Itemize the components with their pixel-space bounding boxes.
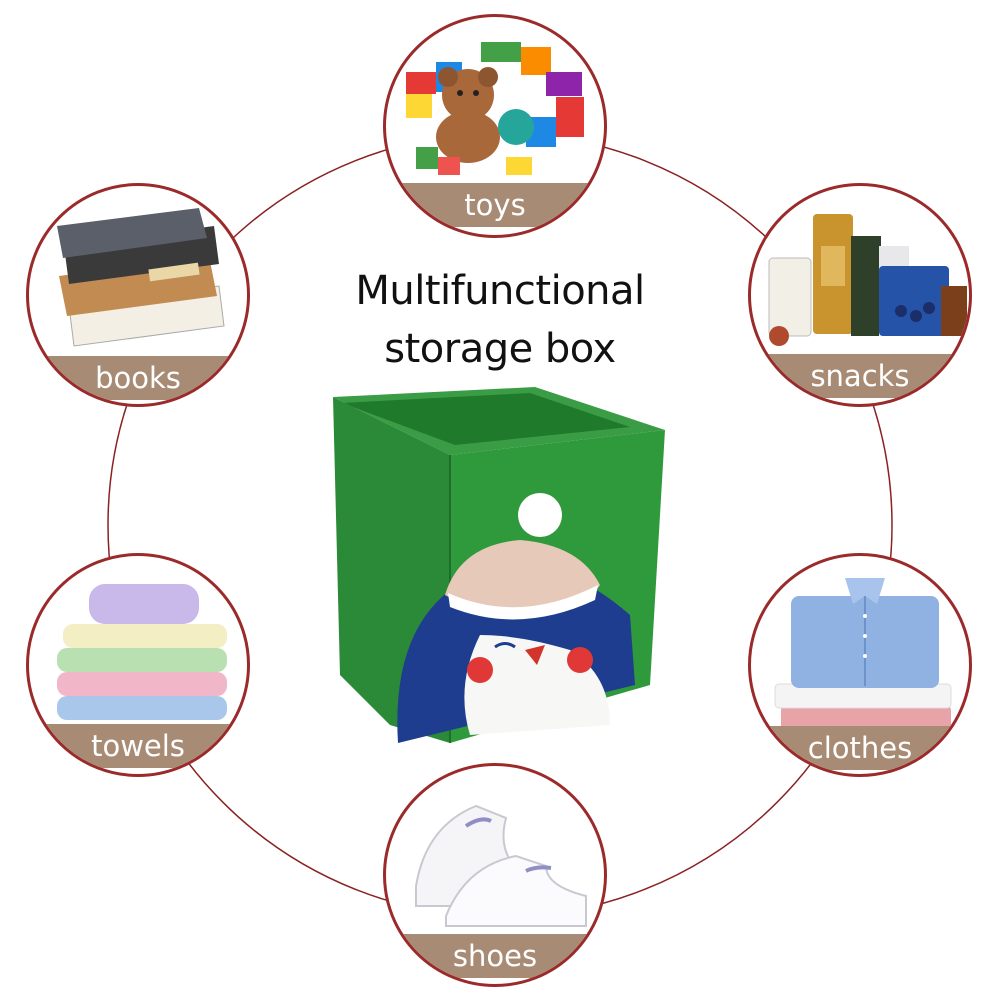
shoes-label: shoes bbox=[386, 934, 604, 978]
clothes-circle: clothes bbox=[748, 553, 972, 777]
title-line-1: Multifunctional bbox=[355, 268, 645, 314]
toys-label: toys bbox=[386, 183, 604, 227]
snacks-label: snacks bbox=[751, 354, 969, 398]
clothes-label: clothes bbox=[751, 726, 969, 770]
toys-image bbox=[406, 42, 584, 175]
towels-label: towels bbox=[29, 724, 247, 768]
toys-circle: toys bbox=[383, 14, 607, 238]
shoes-circle: shoes bbox=[383, 763, 607, 987]
books-image bbox=[57, 208, 225, 347]
towels-image bbox=[57, 584, 227, 720]
penguin-decoration bbox=[397, 493, 635, 743]
clothes-image bbox=[774, 578, 952, 730]
books-circle: books bbox=[26, 183, 250, 407]
snacks-circle: snacks bbox=[748, 183, 972, 407]
storage-box-image bbox=[333, 387, 665, 743]
title-line-2: storage box bbox=[384, 326, 616, 372]
books-label: books bbox=[29, 356, 247, 400]
towels-circle: towels bbox=[26, 553, 250, 777]
shoes-image bbox=[415, 804, 587, 927]
snacks-image bbox=[768, 214, 967, 346]
